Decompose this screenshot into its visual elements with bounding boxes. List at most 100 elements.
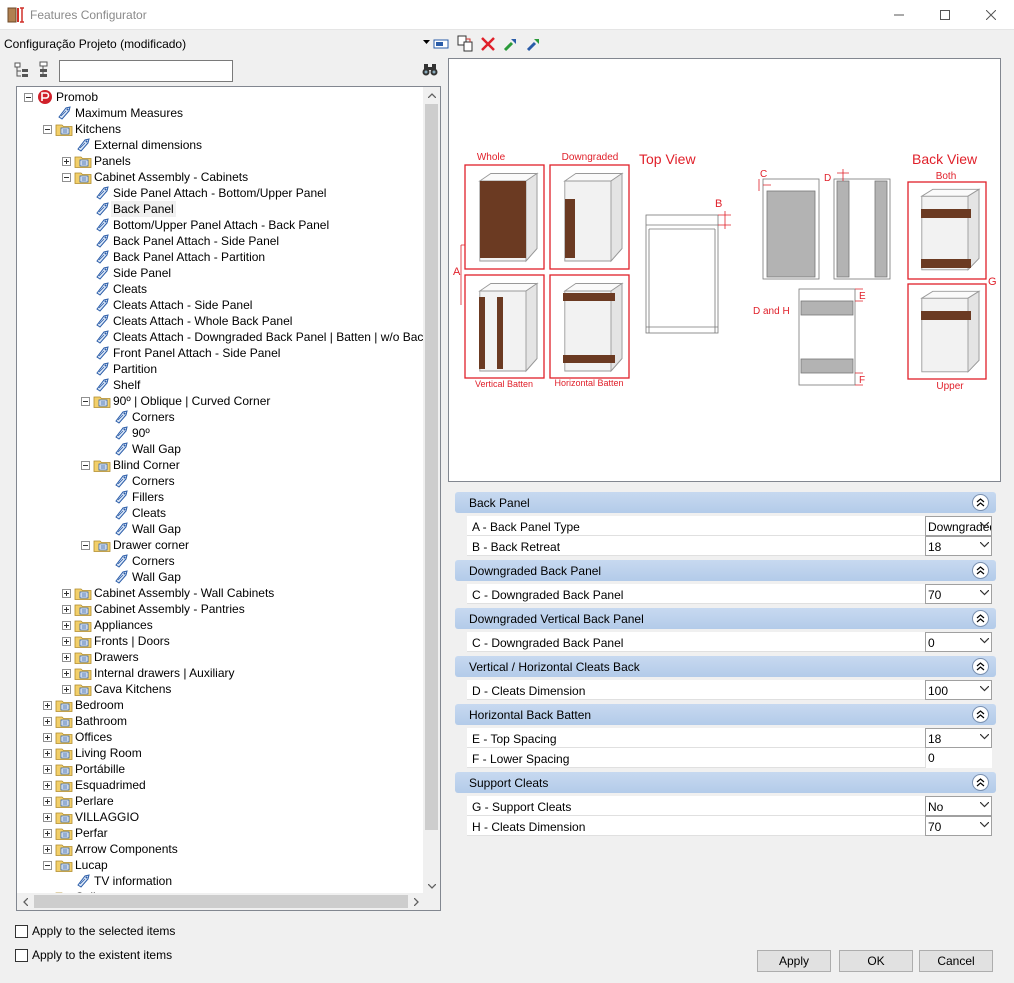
expand-toggle[interactable] <box>43 845 52 854</box>
tree-item[interactable]: Drawers <box>17 649 425 665</box>
property-value-dropdown[interactable]: 18 <box>925 536 992 556</box>
collapse-toggle[interactable] <box>81 461 90 470</box>
expand-toggle[interactable] <box>43 749 52 758</box>
tree-item[interactable]: TV information <box>17 873 425 889</box>
tree-item[interactable]: Blind Corner <box>17 457 425 473</box>
export-icon[interactable] <box>525 35 543 53</box>
collapse-toggle[interactable] <box>24 93 33 102</box>
tree-item[interactable]: Corners <box>17 409 425 425</box>
tree-item[interactable]: Corners <box>17 473 425 489</box>
expand-toggle[interactable] <box>43 797 52 806</box>
tree-item[interactable]: Back Panel Attach - Side Panel <box>17 233 425 249</box>
horizontal-scroll-thumb[interactable] <box>34 895 408 908</box>
collapse-section-button[interactable] <box>972 658 989 675</box>
expand-toggle[interactable] <box>62 605 71 614</box>
tree-item[interactable]: Cleats Attach - Whole Back Panel <box>17 313 425 329</box>
tree-item[interactable]: Side Panel <box>17 265 425 281</box>
ok-button[interactable]: OK <box>839 950 913 972</box>
property-value-dropdown[interactable]: 70 <box>925 584 992 604</box>
tree-item[interactable]: Portábille <box>17 761 425 777</box>
expand-toggle[interactable] <box>43 733 52 742</box>
property-section-header[interactable]: Downgraded Back Panel <box>455 560 996 581</box>
expand-toggle[interactable] <box>62 157 71 166</box>
tree-item[interactable]: 90º | Oblique | Curved Corner <box>17 393 425 409</box>
property-value-dropdown[interactable]: 70 <box>925 816 992 836</box>
tree-item[interactable]: Internal drawers | Auxiliary <box>17 665 425 681</box>
close-button[interactable] <box>968 0 1014 30</box>
minimize-button[interactable] <box>876 0 922 30</box>
expand-all-icon[interactable] <box>38 61 50 79</box>
tree-item[interactable]: Shelf <box>17 377 425 393</box>
binoculars-icon[interactable] <box>422 63 438 77</box>
expand-toggle[interactable] <box>62 685 71 694</box>
collapse-toggle[interactable] <box>81 541 90 550</box>
tree-item[interactable]: Promob <box>17 89 425 105</box>
tree-item[interactable]: Panels <box>17 153 425 169</box>
tree-item[interactable]: Wall Gap <box>17 441 425 457</box>
tree-item[interactable]: Maximum Measures <box>17 105 425 121</box>
expand-toggle[interactable] <box>62 637 71 646</box>
tree-item[interactable]: Cleats Attach - Side Panel <box>17 297 425 313</box>
apply-existent-checkbox[interactable] <box>15 949 28 962</box>
tree-item[interactable]: Cava Kitchens <box>17 681 425 697</box>
property-section-header[interactable]: Vertical / Horizontal Cleats Back <box>455 656 996 677</box>
property-section-header[interactable]: Horizontal Back Batten <box>455 704 996 725</box>
collapse-section-button[interactable] <box>972 706 989 723</box>
collapse-section-button[interactable] <box>972 774 989 791</box>
tree-item[interactable]: Cabinet Assembly - Wall Cabinets <box>17 585 425 601</box>
expand-toggle[interactable] <box>62 589 71 598</box>
scroll-left-button[interactable] <box>17 893 34 910</box>
tree-item[interactable]: Offices <box>17 729 425 745</box>
property-value-dropdown[interactable]: 18 <box>925 728 992 748</box>
tree-item[interactable]: Appliances <box>17 617 425 633</box>
collapse-section-button[interactable] <box>972 610 989 627</box>
tree-item[interactable]: Cleats Attach - Downgraded Back Panel | … <box>17 329 425 345</box>
scroll-down-button[interactable] <box>423 878 440 895</box>
property-section-header[interactable]: Back Panel <box>455 492 996 513</box>
horizontal-scrollbar[interactable] <box>17 893 425 910</box>
tree-item[interactable]: Perlare <box>17 793 425 809</box>
tree-item[interactable]: Back Panel <box>17 201 425 217</box>
cancel-button[interactable]: Cancel <box>919 950 993 972</box>
property-value-input[interactable]: 0 <box>925 748 992 768</box>
expand-toggle[interactable] <box>43 781 52 790</box>
collapse-toggle[interactable] <box>43 125 52 134</box>
expand-toggle[interactable] <box>43 813 52 822</box>
tree-item[interactable]: VILLAGGIO <box>17 809 425 825</box>
tree-item[interactable]: Front Panel Attach - Side Panel <box>17 345 425 361</box>
tree-item[interactable]: Arrow Components <box>17 841 425 857</box>
tree-item[interactable]: Cabinet Assembly - Cabinets <box>17 169 425 185</box>
tree-item[interactable]: Cleats <box>17 281 425 297</box>
tree-item[interactable]: Perfar <box>17 825 425 841</box>
tree-item[interactable]: Back Panel Attach - Partition <box>17 249 425 265</box>
property-value-dropdown[interactable]: Downgraded <box>925 516 992 536</box>
property-value-dropdown[interactable]: 100 <box>925 680 992 700</box>
tree-item[interactable]: Cleats <box>17 505 425 521</box>
property-value-dropdown[interactable]: 0 <box>925 632 992 652</box>
copy-icon[interactable] <box>456 35 474 53</box>
collapse-toggle[interactable] <box>81 397 90 406</box>
tree-item[interactable]: Fronts | Doors <box>17 633 425 649</box>
expand-toggle[interactable] <box>43 765 52 774</box>
collapse-section-button[interactable] <box>972 562 989 579</box>
vertical-scroll-thumb[interactable] <box>425 104 438 830</box>
tree-item[interactable]: 90º <box>17 425 425 441</box>
tree-item[interactable]: Fillers <box>17 489 425 505</box>
delete-icon[interactable] <box>479 35 497 53</box>
expand-toggle[interactable] <box>62 621 71 630</box>
tree-item[interactable]: External dimensions <box>17 137 425 153</box>
collapse-toggle[interactable] <box>43 861 52 870</box>
search-input[interactable] <box>59 60 233 82</box>
collapse-all-icon[interactable] <box>14 61 30 79</box>
apply-selected-checkbox[interactable] <box>15 925 28 938</box>
tree-item[interactable]: Partition <box>17 361 425 377</box>
tree-item[interactable]: Wall Gap <box>17 569 425 585</box>
tree-item[interactable]: Living Room <box>17 745 425 761</box>
maximize-button[interactable] <box>922 0 968 30</box>
expand-toggle[interactable] <box>43 701 52 710</box>
tree-item[interactable]: Cabinet Assembly - Pantries <box>17 601 425 617</box>
expand-toggle[interactable] <box>43 829 52 838</box>
tree-item[interactable]: Bathroom <box>17 713 425 729</box>
tree-item[interactable]: Bottom/Upper Panel Attach - Back Panel <box>17 217 425 233</box>
